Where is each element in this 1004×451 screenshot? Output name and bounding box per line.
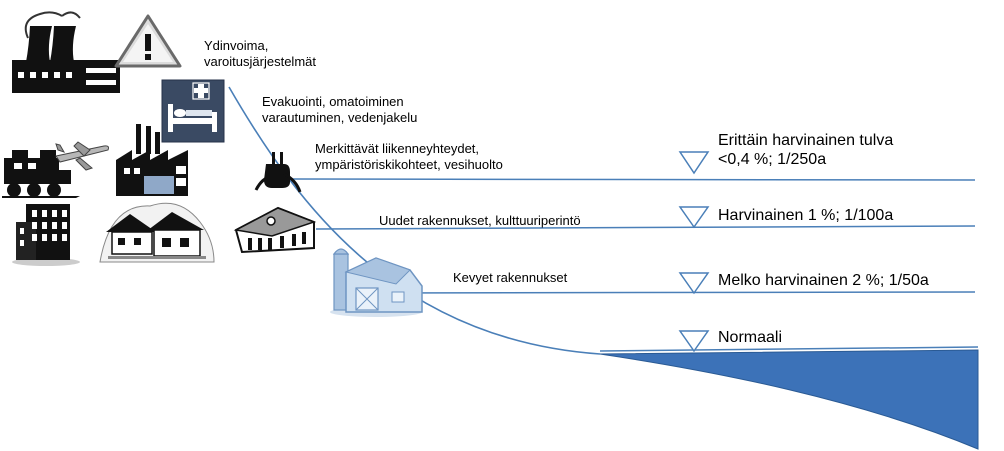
train-icon <box>2 150 80 198</box>
label-infrastructure-line2: ympäristöriskikohteet, vesihuolto <box>315 156 503 172</box>
hospital-bed-icon <box>161 79 225 143</box>
level-line-250a <box>291 178 976 181</box>
factory-icon <box>116 124 188 196</box>
level-label-250a-line1: Erittäin harvinainen tulva <box>718 132 894 149</box>
houses-icon <box>99 202 215 263</box>
label-new-buildings: Uudet rakennukset, kulttuuriperintö <box>379 213 581 228</box>
label-light-buildings: Kevyet rakennukset <box>453 270 568 285</box>
level-line-100a <box>315 225 976 230</box>
level-label-normal: Normaali <box>718 329 783 346</box>
level-marker-250a <box>678 151 710 175</box>
level-marker-normal <box>678 330 710 353</box>
warning-sign-icon <box>114 14 182 68</box>
level-line-normal <box>599 346 979 352</box>
label-evacuation: Evakuointi, omatoiminen varautuminen, ve… <box>262 94 417 125</box>
label-evacuation-line1: Evakuointi, omatoiminen <box>262 94 404 109</box>
label-evacuation-line2: varautuminen, vedenjakelu <box>262 109 418 125</box>
label-nuclear-line2: varoitusjärjestelmät <box>204 53 316 69</box>
label-nuclear: Ydinvoima, varoitusjärjestelmät <box>204 38 316 69</box>
level-marker-100a <box>678 206 710 229</box>
label-infrastructure: Merkittävät liikenneyhteydet, ympäristör… <box>315 141 503 172</box>
terrain-slope <box>228 86 601 355</box>
level-label-250a: Erittäin harvinainen tulva <0,4 %; 1/250… <box>718 131 893 169</box>
level-label-100a: Harvinainen 1 %; 1/100a <box>718 207 894 224</box>
level-label-50a: Melko harvinainen 2 %; 1/50a <box>718 272 929 289</box>
apartment-building-icon <box>12 204 80 266</box>
barn-icon <box>330 248 423 317</box>
power-plug-icon <box>254 152 302 193</box>
heritage-building-icon <box>233 206 317 254</box>
nuclear-plant-icon <box>12 11 120 93</box>
level-label-250a-line2: <0,4 %; 1/250a <box>718 151 827 169</box>
level-line-50a <box>367 291 976 294</box>
level-marker-50a <box>678 272 710 295</box>
label-infrastructure-line1: Merkittävät liikenneyhteydet, <box>315 141 480 156</box>
label-nuclear-line1: Ydinvoima, <box>204 38 269 53</box>
water-body <box>599 349 979 450</box>
airplane-icon <box>55 141 109 171</box>
